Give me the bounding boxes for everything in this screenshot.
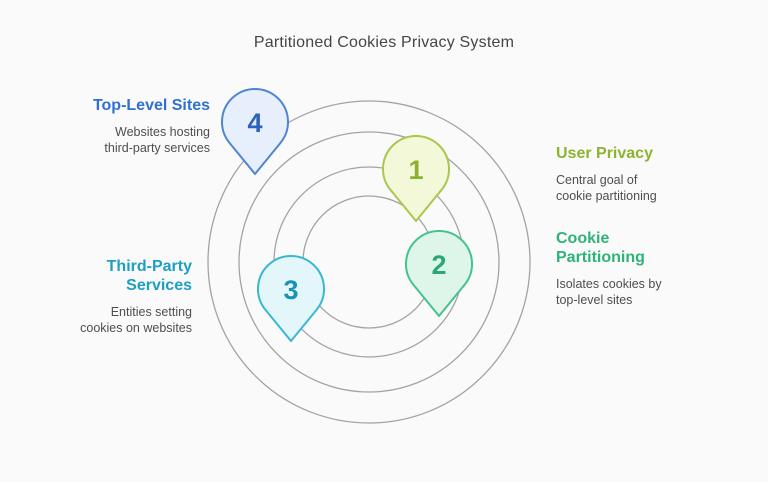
pin-1-number: 1 [408,155,423,185]
pin-1-marker-icon [382,134,450,222]
ring-second [238,131,500,393]
pin-1-user-privacy: 1 [382,134,450,222]
ring-outer [207,100,531,424]
pin-3-number: 3 [283,275,298,305]
pin-3-third-party-services: 3 [257,254,325,342]
diagram-title: Partitioned Cookies Privacy System [253,34,515,51]
top-level-sites-title: Top-Level Sites [92,97,210,114]
third-party-services-title: Third-Party Services [106,258,192,294]
pin-4-top-level-sites: 4 [221,87,289,175]
pin-2-marker-icon [405,229,473,317]
pin-4-number: 4 [247,108,262,138]
cookie-partitioning-description: Isolates cookies by top-level sites [556,276,662,307]
pin-4-marker-icon [221,87,289,175]
user-privacy-description: Central goal of cookie partitioning [556,172,657,203]
cookie-partitioning-title: Cookie Partitioning [556,230,645,266]
top-level-sites-description: Websites hosting third-party services [104,124,210,155]
pin-2-number: 2 [431,250,446,280]
label-block-third-party-services: Third-Party Services Entities setting co… [66,258,192,336]
third-party-services-description: Entities setting cookies on websites [80,304,192,335]
pin-2-cookie-partitioning: 2 [405,229,473,317]
user-privacy-title: User Privacy [556,145,653,162]
label-block-cookie-partitioning: Cookie Partitioning Isolates cookies by … [556,230,676,308]
label-block-user-privacy: User Privacy Central goal of cookie part… [556,145,672,204]
pin-3-marker-icon [257,254,325,342]
label-block-top-level-sites: Top-Level Sites Websites hosting third-p… [85,97,210,156]
